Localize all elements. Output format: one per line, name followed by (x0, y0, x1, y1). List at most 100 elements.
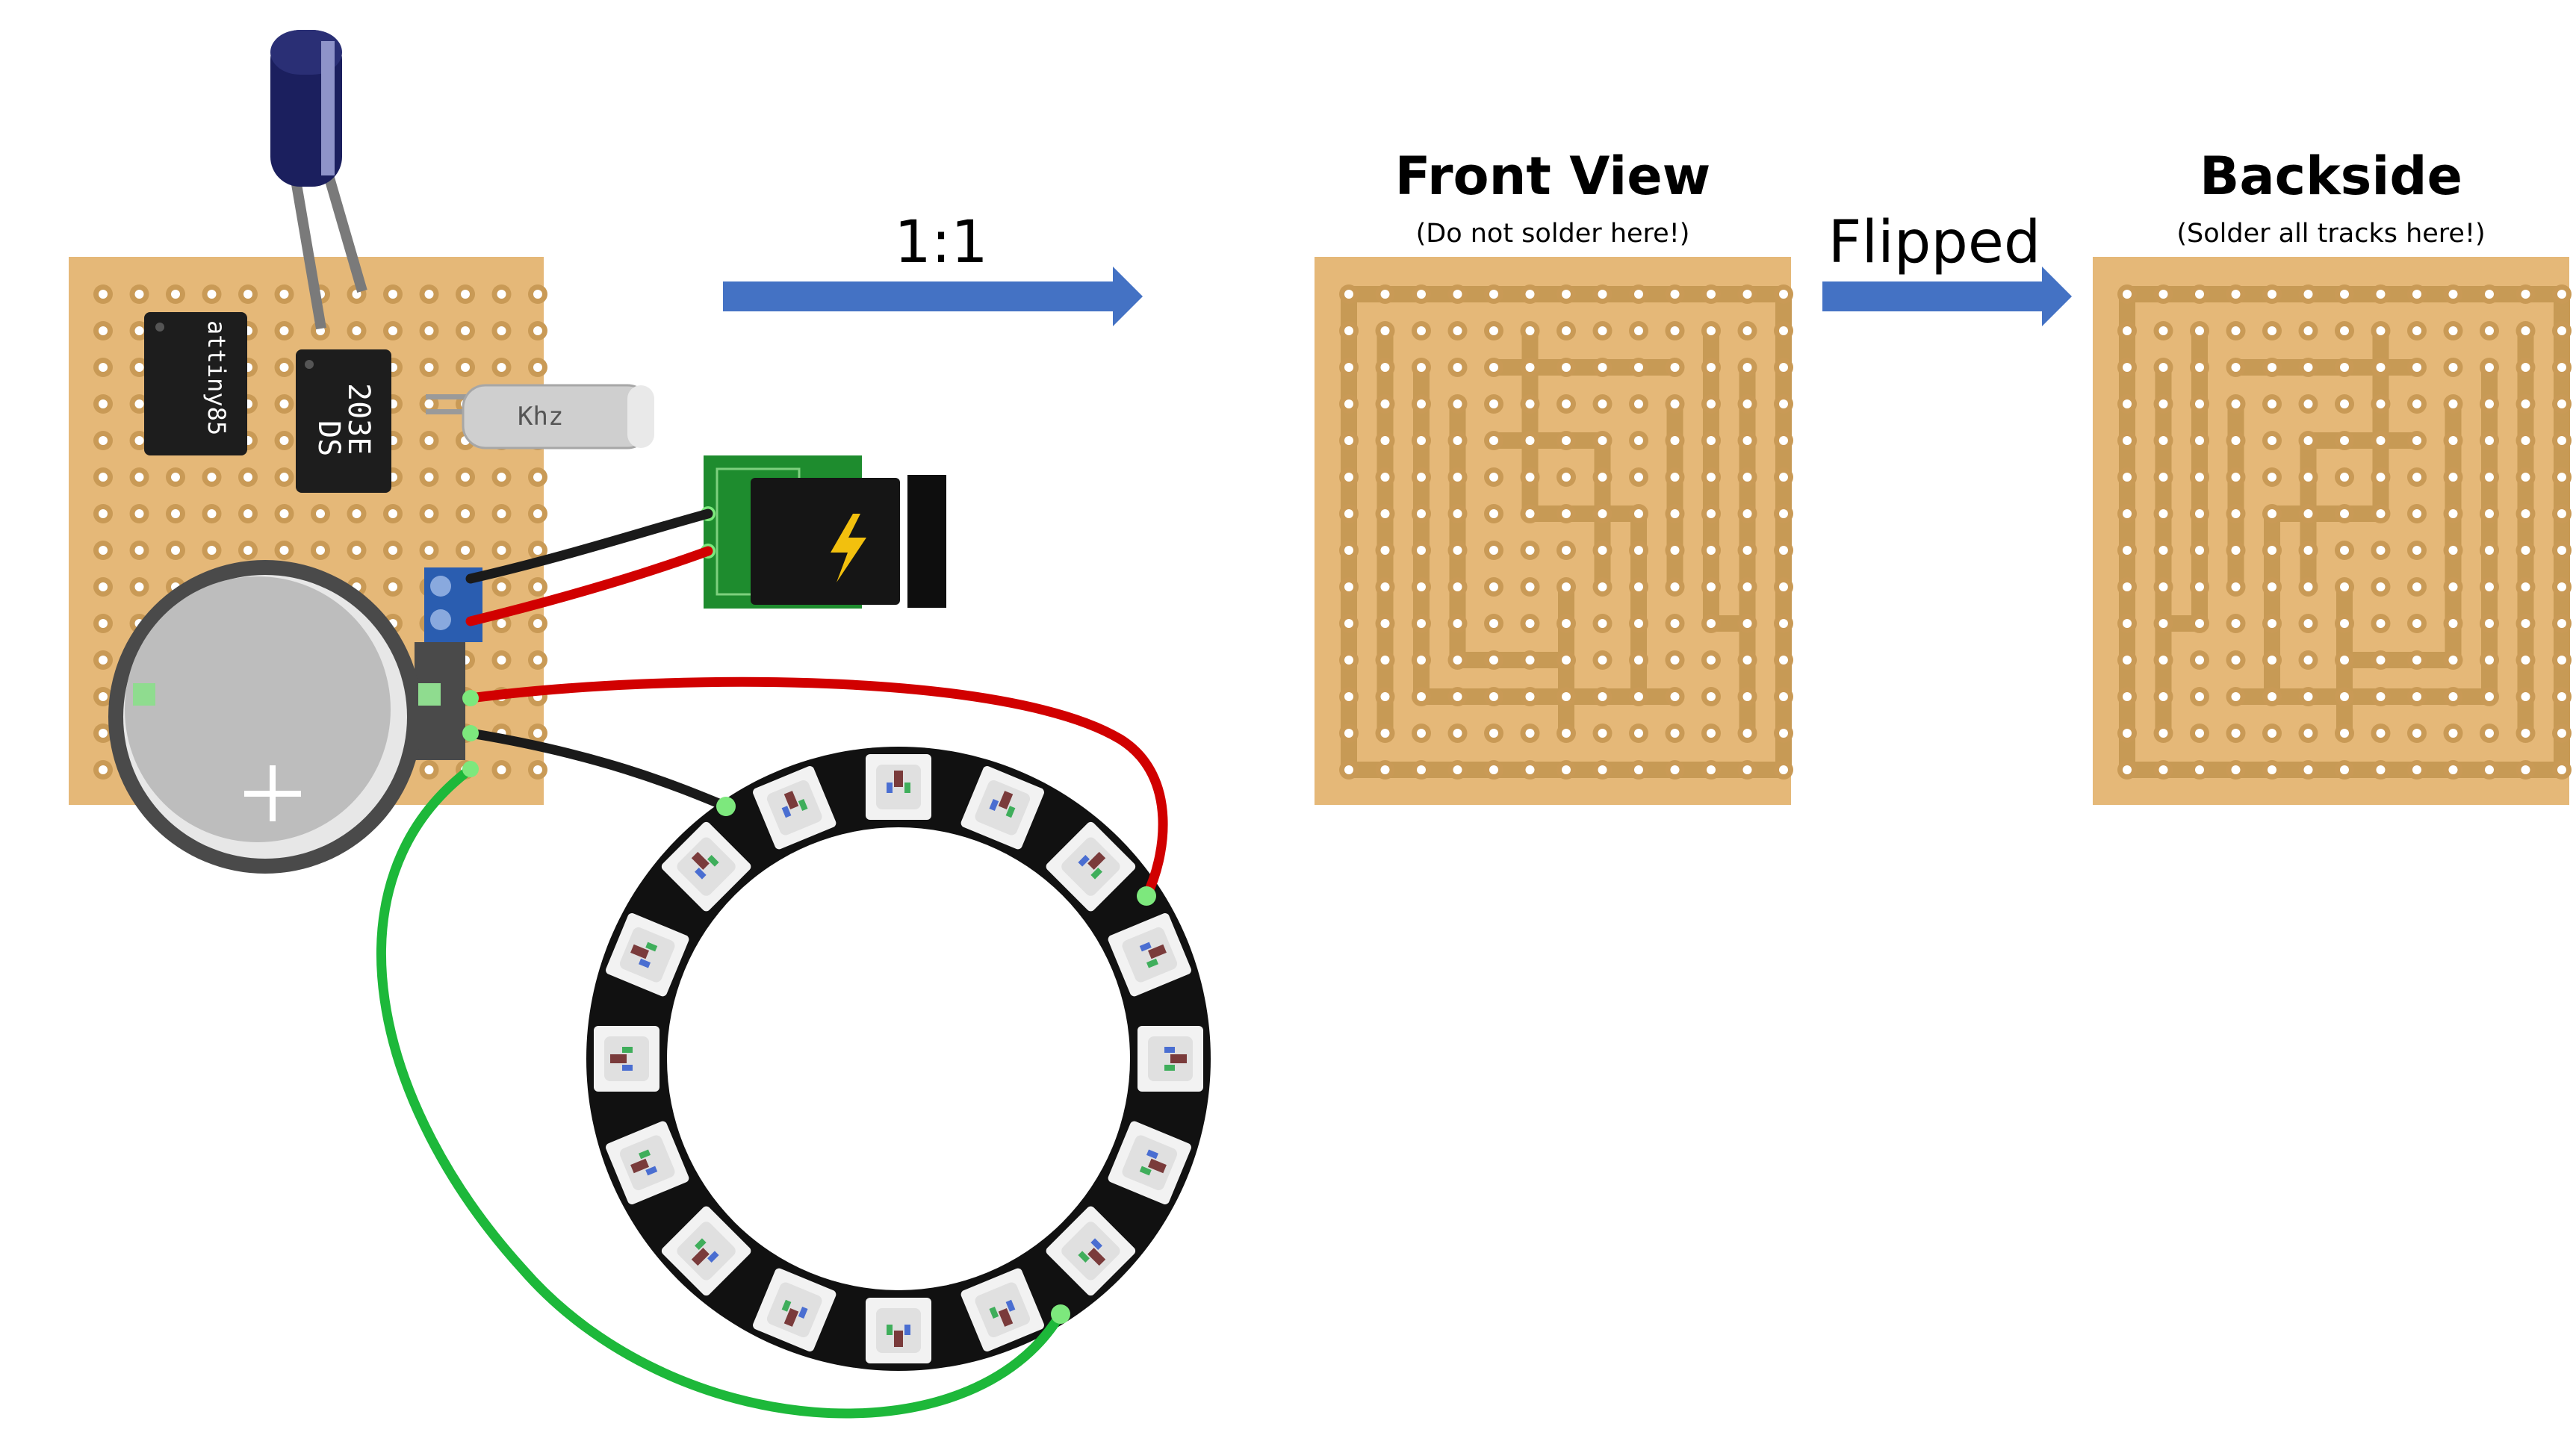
hole (1489, 729, 1498, 738)
hole (2195, 765, 2204, 774)
hole (2376, 363, 2386, 372)
hole (2448, 546, 2458, 555)
hole (1779, 729, 1788, 738)
hole (1344, 729, 1353, 738)
hole (424, 546, 434, 555)
led (606, 1121, 689, 1204)
hole (134, 473, 144, 482)
hole (1525, 729, 1535, 738)
hole (2340, 326, 2349, 335)
hole (1670, 436, 1680, 445)
hole (1742, 619, 1752, 628)
hole (1453, 473, 1462, 482)
crystal (426, 384, 654, 449)
hole (1779, 692, 1788, 701)
hole (1489, 582, 1498, 591)
hole (1344, 363, 1353, 372)
hole (2340, 363, 2349, 372)
hole (1670, 290, 1680, 299)
hole (497, 582, 506, 591)
hole (99, 509, 108, 518)
hole (1417, 619, 1426, 628)
hole (1634, 582, 1643, 591)
hole (2376, 619, 2386, 628)
hole (99, 692, 108, 701)
led (960, 1268, 1044, 1351)
hole (1670, 619, 1680, 628)
hole (2521, 399, 2530, 408)
hole (2448, 765, 2458, 774)
hole (352, 326, 361, 335)
hole (1670, 692, 1680, 701)
hole (1779, 363, 1788, 372)
hole (388, 546, 397, 555)
hole (2231, 692, 2241, 701)
hole (1707, 436, 1716, 445)
hole (207, 290, 217, 299)
hole (134, 582, 144, 591)
backside-subtitle: (Solder all tracks here!) (2176, 219, 2486, 249)
hole (1417, 729, 1426, 738)
hole (2158, 692, 2168, 701)
hole (1562, 509, 1571, 518)
led (960, 766, 1044, 850)
hole (2303, 765, 2313, 774)
hole (1380, 326, 1390, 335)
hole (1670, 326, 1680, 335)
led (606, 913, 689, 997)
hole (1742, 363, 1752, 372)
hole (2412, 692, 2421, 701)
hole (207, 546, 217, 555)
hole (1380, 765, 1390, 774)
hole (2340, 619, 2349, 628)
hole (99, 765, 108, 774)
led-ring (586, 747, 1211, 1371)
hole (1380, 619, 1390, 628)
hole (1562, 582, 1571, 591)
hole (2521, 619, 2530, 628)
hole (99, 619, 108, 628)
hole (1742, 656, 1752, 665)
rtc-chip (296, 349, 391, 493)
hole (2195, 656, 2204, 665)
hole (2376, 436, 2386, 445)
hole (2195, 546, 2204, 555)
hole (1525, 473, 1535, 482)
hole (388, 290, 397, 299)
hole (1344, 582, 1353, 591)
hole (2485, 509, 2494, 518)
hole (2485, 692, 2494, 701)
hole (2340, 656, 2349, 665)
hole (1598, 436, 1607, 445)
hole (2557, 765, 2566, 774)
hole (2557, 326, 2566, 335)
hole (533, 546, 542, 555)
hole (2448, 363, 2458, 372)
hole (2123, 326, 2132, 335)
hole (1453, 582, 1462, 591)
hole (1380, 582, 1390, 591)
hole (1779, 619, 1788, 628)
hole (1634, 546, 1643, 555)
hole (2412, 509, 2421, 518)
hole (1525, 363, 1535, 372)
hole (1417, 692, 1426, 701)
hole (2557, 363, 2566, 372)
hole (2231, 619, 2241, 628)
hole (352, 546, 361, 555)
led (753, 1268, 837, 1351)
hole (1489, 399, 1498, 408)
hole (2485, 546, 2494, 555)
hole (2340, 399, 2349, 408)
hole (1742, 399, 1752, 408)
hole (2303, 363, 2313, 372)
attiny85-chip (144, 312, 247, 455)
hole (99, 326, 108, 335)
hole (1562, 765, 1571, 774)
hole (2303, 729, 2313, 738)
hole (1707, 729, 1716, 738)
hole (1453, 729, 1462, 738)
hole (99, 436, 108, 445)
hole (99, 656, 108, 665)
hole (2158, 546, 2168, 555)
